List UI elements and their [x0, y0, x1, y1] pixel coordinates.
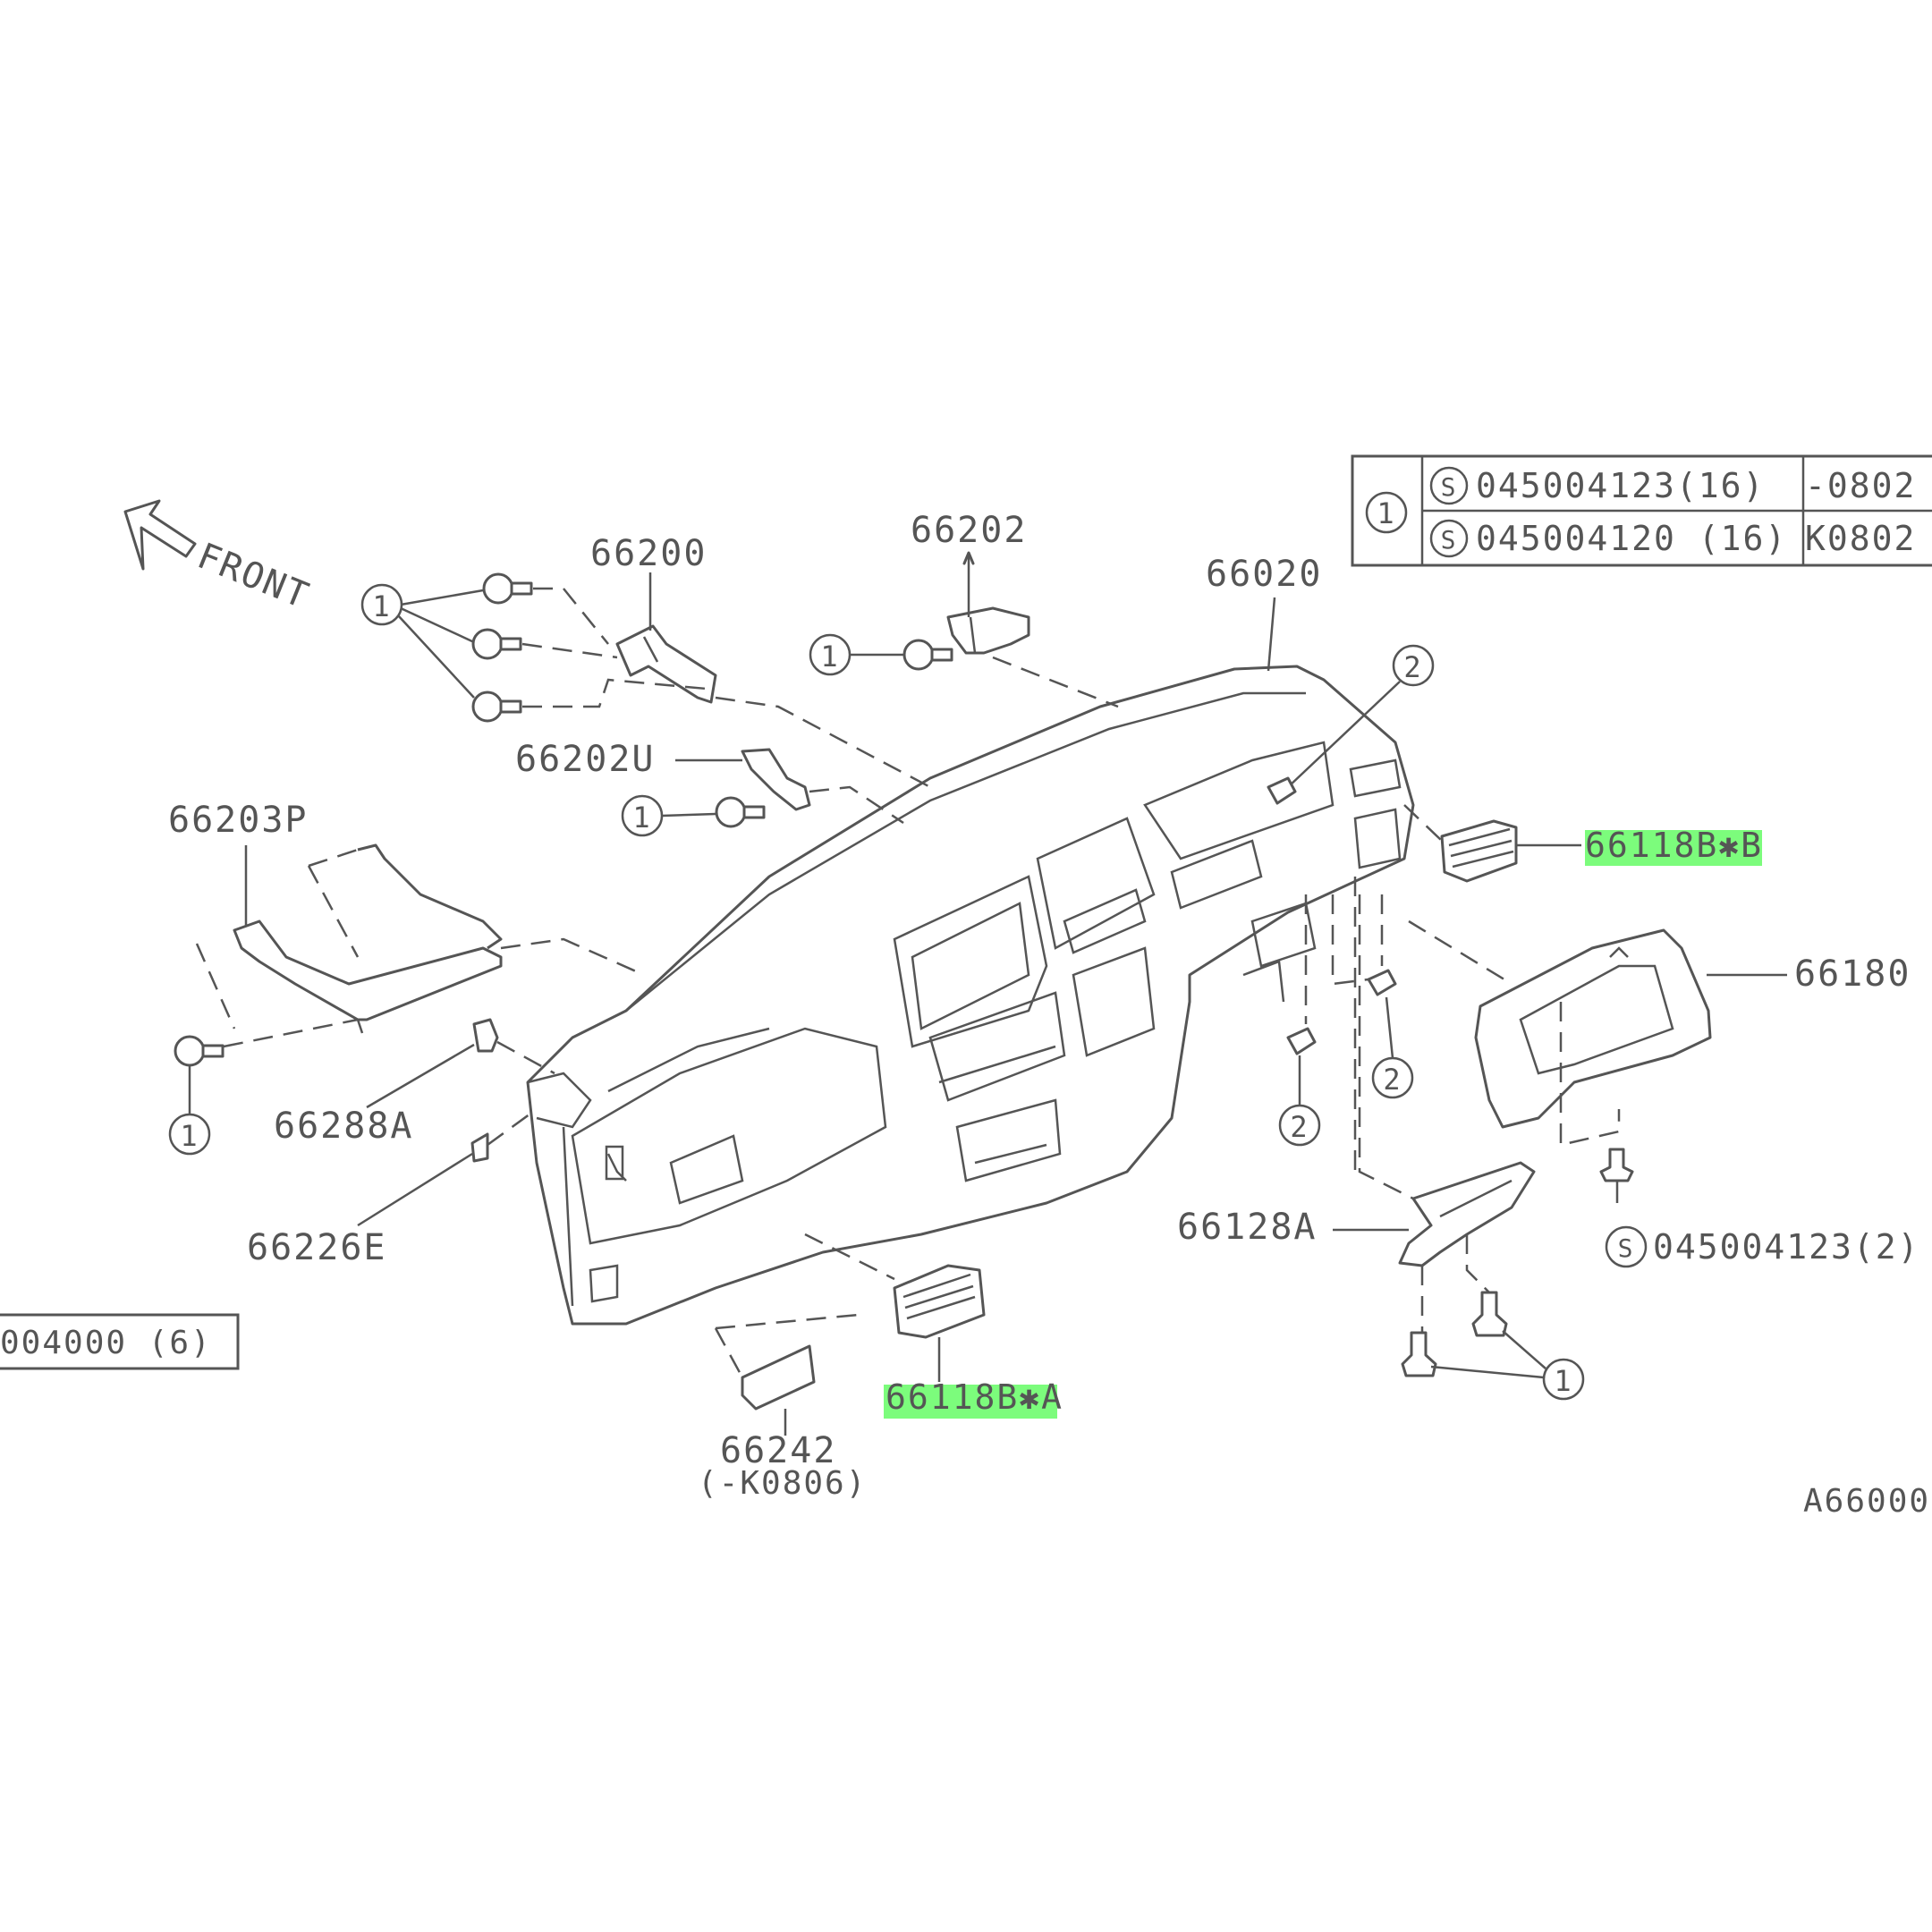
glovebox-66180: [1474, 928, 1712, 1129]
bolt-icon: [482, 572, 514, 605]
bolt-icon: [715, 796, 747, 828]
callout-2-nut-left: 2: [1290, 1110, 1309, 1144]
bolt-shank-icon: [510, 581, 533, 596]
highlight-66118B-A: [884, 1385, 1057, 1419]
bolt-group-66202: 1: [809, 633, 953, 676]
label-66202: 66202: [911, 510, 1027, 551]
screw-045004123-2: S 045004123(2): [1599, 1148, 1920, 1268]
legend-row1-part: 045004123(16): [1476, 466, 1765, 505]
bolt-icon: [174, 1035, 206, 1067]
legend-row2-prefix: S: [1441, 525, 1458, 555]
diagram-code: A66000: [1803, 1483, 1930, 1520]
label-66242-note: (-K0806): [698, 1465, 867, 1502]
lid-66242: [741, 1344, 816, 1411]
legend-key-callout: 1: [1377, 496, 1395, 530]
callout-1-66203P-bolt: 1: [180, 1119, 199, 1153]
dashboard-panel-66020: [526, 665, 1415, 1326]
callout-1-66128A-bolts: 1: [1554, 1364, 1572, 1398]
clip-nut-icon: [1367, 969, 1397, 996]
bolt-group-66203P: 1: [168, 1018, 359, 1156]
legend-row2-part: 045004120 (16): [1476, 519, 1787, 558]
legend-row1-range: -0802: [1805, 466, 1916, 505]
label-66226E: 66226E: [247, 1227, 387, 1268]
bolt-icon: [1401, 1331, 1437, 1377]
label-66118B-B: 66118B✱B: [1585, 826, 1763, 865]
bolt-icon: [902, 639, 935, 671]
bolt-group-66128A: 1: [1401, 1234, 1585, 1401]
bolt-shank-icon: [742, 805, 766, 819]
label-66203P: 66203P: [168, 800, 309, 841]
bolt-shank-icon: [499, 699, 522, 714]
bolt-shank-icon: [201, 1044, 225, 1058]
label-66288A: 66288A: [274, 1106, 414, 1147]
label-66200: 66200: [590, 533, 707, 574]
label-66118B-A: 66118B✱A: [886, 1377, 1063, 1417]
callout-2-upper: 2: [1403, 650, 1422, 684]
front-label: FRONT: [191, 536, 315, 618]
bracket-66200: [615, 624, 717, 704]
bolt-icon: [1471, 1291, 1508, 1337]
arrow-up-icon: [962, 551, 975, 565]
label-66202U: 66202U: [515, 739, 656, 780]
label-66020: 66020: [1206, 554, 1322, 595]
callout-1-66202U-bolt: 1: [632, 801, 651, 835]
label-66242: 66242: [720, 1430, 836, 1471]
bolt-group-66202U: 1: [621, 794, 766, 837]
left-box-text: 004000 (6): [0, 1325, 212, 1361]
vent-66118B-B: [1440, 819, 1518, 883]
callout-1-66202-bolt: 1: [820, 640, 839, 674]
bolt-icon: [471, 691, 504, 723]
left-cropped-box: 004000 (6): [0, 1313, 240, 1370]
label-66128A: 66128A: [1177, 1207, 1318, 1248]
callout-2-nut-right: 2: [1383, 1063, 1402, 1097]
legend-table-frame: [1351, 454, 1932, 567]
label-66180: 66180: [1794, 953, 1911, 995]
front-arrow-icon: [123, 499, 197, 571]
callout-1-66200-bolts: 1: [372, 589, 391, 623]
legend-row2-range: K0802: [1805, 519, 1916, 558]
bolt-shank-icon: [930, 648, 953, 662]
pad-66226E: [470, 1132, 489, 1163]
clip-nut-icon: [1267, 776, 1297, 805]
legend-table: 1 S 045004123(16) -0802 S 045004120 (16)…: [1351, 454, 1932, 567]
nut-group: 2 2 2: [1267, 644, 1435, 1147]
vent-66118B-A: [893, 1264, 986, 1339]
label-screw-045004123-2: 045004123(2): [1653, 1227, 1920, 1267]
bolt-icon: [471, 628, 504, 660]
bracket-66202U: [741, 748, 811, 811]
bolt-shank-icon: [499, 637, 522, 651]
highlight-66118B-B: [1585, 830, 1762, 866]
clip-66288A: [472, 1018, 499, 1053]
front-arrow: FRONT: [123, 499, 315, 618]
bolt-group-66200: 1: [360, 572, 708, 723]
bracket-66128A: [1398, 1161, 1536, 1267]
bracket-66203P: [233, 843, 503, 1034]
callout-s-screw: S: [1618, 1233, 1635, 1263]
bracket-66202: [946, 606, 1030, 655]
legend-row1-prefix: S: [1441, 472, 1458, 502]
clip-nut-icon: [1286, 1027, 1317, 1055]
